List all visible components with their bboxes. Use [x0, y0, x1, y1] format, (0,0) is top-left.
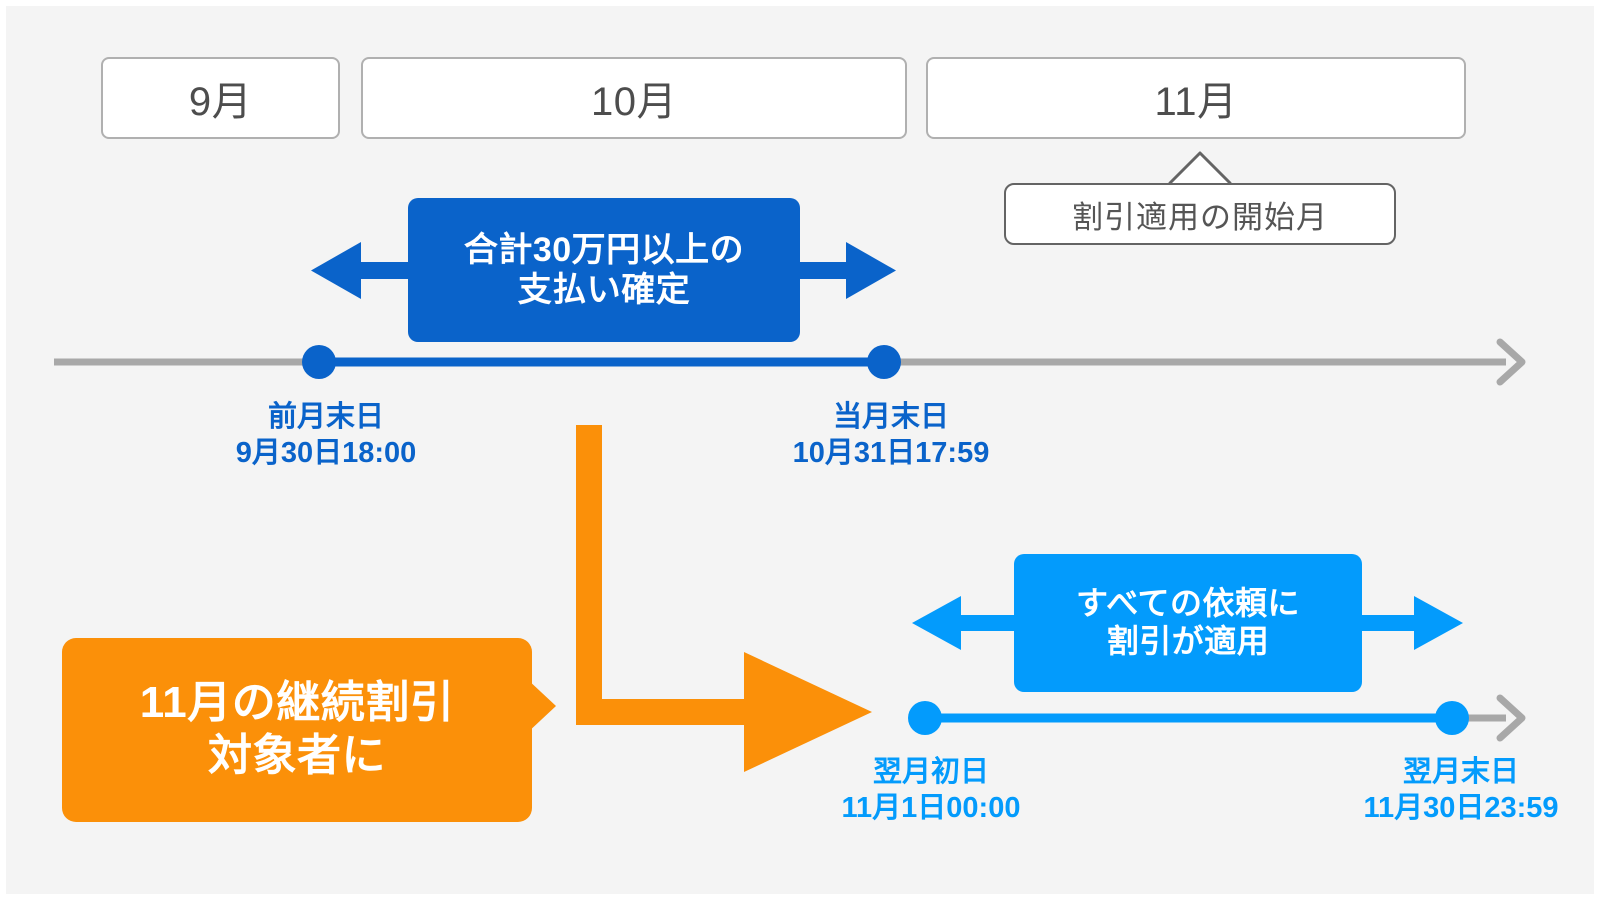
bottom-timeline-arrow-icon — [1496, 694, 1526, 742]
callout-discount-start-month: 割引適用の開始月 — [1004, 183, 1396, 245]
badge-bottom-line1: すべての依頼に — [1076, 585, 1300, 622]
month-label-september: 9月 — [188, 80, 253, 124]
label-current-month-end-title: 当月末日 — [832, 401, 949, 433]
badge-top-line2: 支払い確定 — [517, 271, 691, 309]
month-box-october: 10月 — [361, 57, 907, 139]
badge-discount-applies-all: すべての依頼に 割引が適用 — [1014, 554, 1362, 692]
orange-bubble-tail-icon — [526, 678, 556, 734]
label-next-month-first-day-datetime: 11月1日00:00 — [841, 792, 1021, 825]
label-previous-month-end-title: 前月末日 — [267, 401, 384, 433]
bottom-timeline-end-dot — [1435, 701, 1469, 735]
top-timeline-start-dot — [302, 345, 336, 379]
label-current-month-end-datetime: 10月31日17:59 — [792, 437, 990, 470]
top-timeline-end-dot — [867, 345, 901, 379]
label-previous-month-end-datetime: 9月30日18:00 — [235, 437, 417, 470]
badge-top-line1: 合計30万円以上の — [463, 230, 745, 269]
label-next-month-last-day-datetime: 11月30日23:59 — [1363, 792, 1559, 825]
orange-bubble-line1: 11月の継続割引 — [139, 678, 455, 728]
bottom-timeline-start-dot — [908, 701, 942, 735]
label-next-month-first-day-title: 翌月初日 — [872, 756, 989, 788]
orange-elbow-arrow-icon — [576, 425, 872, 772]
month-box-november: 11月 — [926, 57, 1466, 139]
badge-bottom-line2: 割引が適用 — [1106, 623, 1270, 659]
month-label-october: 10月 — [591, 80, 677, 124]
label-current-month-end: 当月末日 10月31日17:59 — [751, 399, 1031, 472]
callout-tail-icon — [1168, 151, 1232, 185]
top-timeline-arrow-icon — [1496, 338, 1526, 386]
label-next-month-last-day-title: 翌月末日 — [1402, 756, 1519, 788]
label-next-month-first-day: 翌月初日 11月1日00:00 — [791, 754, 1071, 827]
bubble-november-continuous-discount: 11月の継続割引 対象者に — [62, 638, 532, 822]
orange-bubble-line2: 対象者に — [208, 731, 386, 780]
badge-payment-confirmed: 合計30万円以上の 支払い確定 — [408, 198, 800, 342]
label-next-month-last-day: 翌月末日 11月30日23:59 — [1321, 754, 1594, 827]
callout-text: 割引適用の開始月 — [1072, 199, 1328, 235]
month-box-september: 9月 — [101, 57, 340, 139]
label-previous-month-end: 前月末日 9月30日18:00 — [186, 399, 466, 472]
diagram-canvas: 9月 10月 11月 割引適用の開始月 — [6, 6, 1594, 894]
month-label-november: 11月 — [1154, 80, 1238, 124]
